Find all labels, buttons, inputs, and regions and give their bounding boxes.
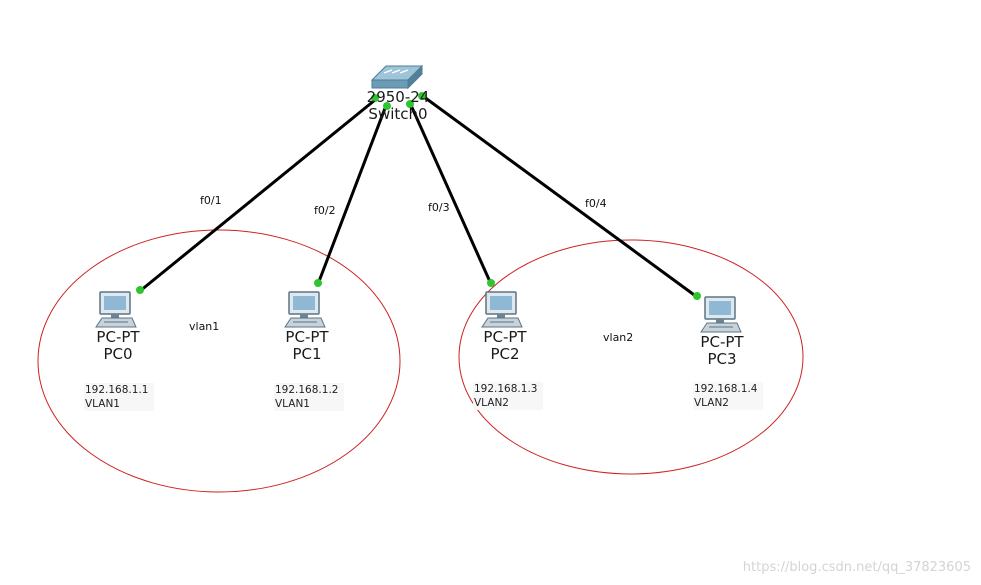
watermark: https://blog.csdn.net/qq_37823605 — [742, 560, 971, 575]
port-dot-switch-f0-4 — [418, 92, 426, 100]
vlan1-label: vlan1 — [189, 320, 220, 333]
pc2-ip: 192.168.1.3 — [474, 383, 538, 395]
pc0-model-label: PC-PT — [96, 328, 140, 346]
vlan1-area — [37, 229, 401, 493]
pc-icon-pc2[interactable] — [481, 291, 523, 328]
pc3-note: 192.168.1.4 VLAN2 — [693, 382, 764, 410]
pc0-note: 192.168.1.1 VLAN1 — [84, 383, 155, 411]
pc0-ip: 192.168.1.1 — [85, 384, 149, 396]
pc2-model-label: PC-PT — [483, 328, 527, 346]
port-label-f0-1: f0/1 — [200, 194, 222, 207]
port-dot-pc2 — [487, 279, 495, 287]
pc-icon-pc0[interactable] — [95, 291, 137, 328]
vlan2-label: vlan2 — [603, 331, 634, 344]
port-dot-pc1 — [314, 279, 322, 287]
pc1-model-label: PC-PT — [285, 328, 329, 346]
port-dot-pc3 — [693, 292, 701, 300]
switch-name-label: Switch0 — [368, 105, 428, 123]
pc2-name-label: PC2 — [490, 345, 520, 363]
pc1-note: 192.168.1.2 VLAN1 — [274, 383, 345, 411]
pc1-ip: 192.168.1.2 — [275, 384, 339, 396]
link-pc2 — [408, 102, 493, 285]
switch-icon[interactable] — [370, 64, 424, 90]
pc3-model-label: PC-PT — [700, 333, 744, 351]
pc2-vlan: VLAN2 — [474, 397, 509, 409]
pc3-ip: 192.168.1.4 — [694, 383, 758, 395]
link-pc1 — [316, 102, 389, 285]
port-dot-switch-f0-1 — [371, 94, 379, 102]
link-pc3 — [419, 92, 698, 299]
pc3-name-label: PC3 — [707, 350, 737, 368]
pc1-name-label: PC1 — [292, 345, 322, 363]
pc0-name-label: PC0 — [103, 345, 133, 363]
port-label-f0-2: f0/2 — [314, 204, 336, 217]
pc3-vlan: VLAN2 — [694, 397, 729, 409]
port-label-f0-4: f0/4 — [585, 197, 607, 210]
pc1-vlan: VLAN1 — [275, 398, 310, 410]
link-pc0 — [139, 98, 376, 293]
port-label-f0-3: f0/3 — [428, 201, 450, 214]
port-dot-switch-f0-3 — [406, 100, 414, 108]
port-dot-switch-f0-2 — [383, 102, 391, 110]
pc0-vlan: VLAN1 — [85, 398, 120, 410]
pc-icon-pc3[interactable] — [700, 296, 742, 333]
switch-model-label: 2950-24 — [366, 88, 430, 106]
pc-icon-pc1[interactable] — [284, 291, 326, 328]
vlan2-area — [458, 239, 804, 475]
port-dot-pc0 — [136, 286, 144, 294]
pc2-note: 192.168.1.3 VLAN2 — [473, 382, 544, 410]
